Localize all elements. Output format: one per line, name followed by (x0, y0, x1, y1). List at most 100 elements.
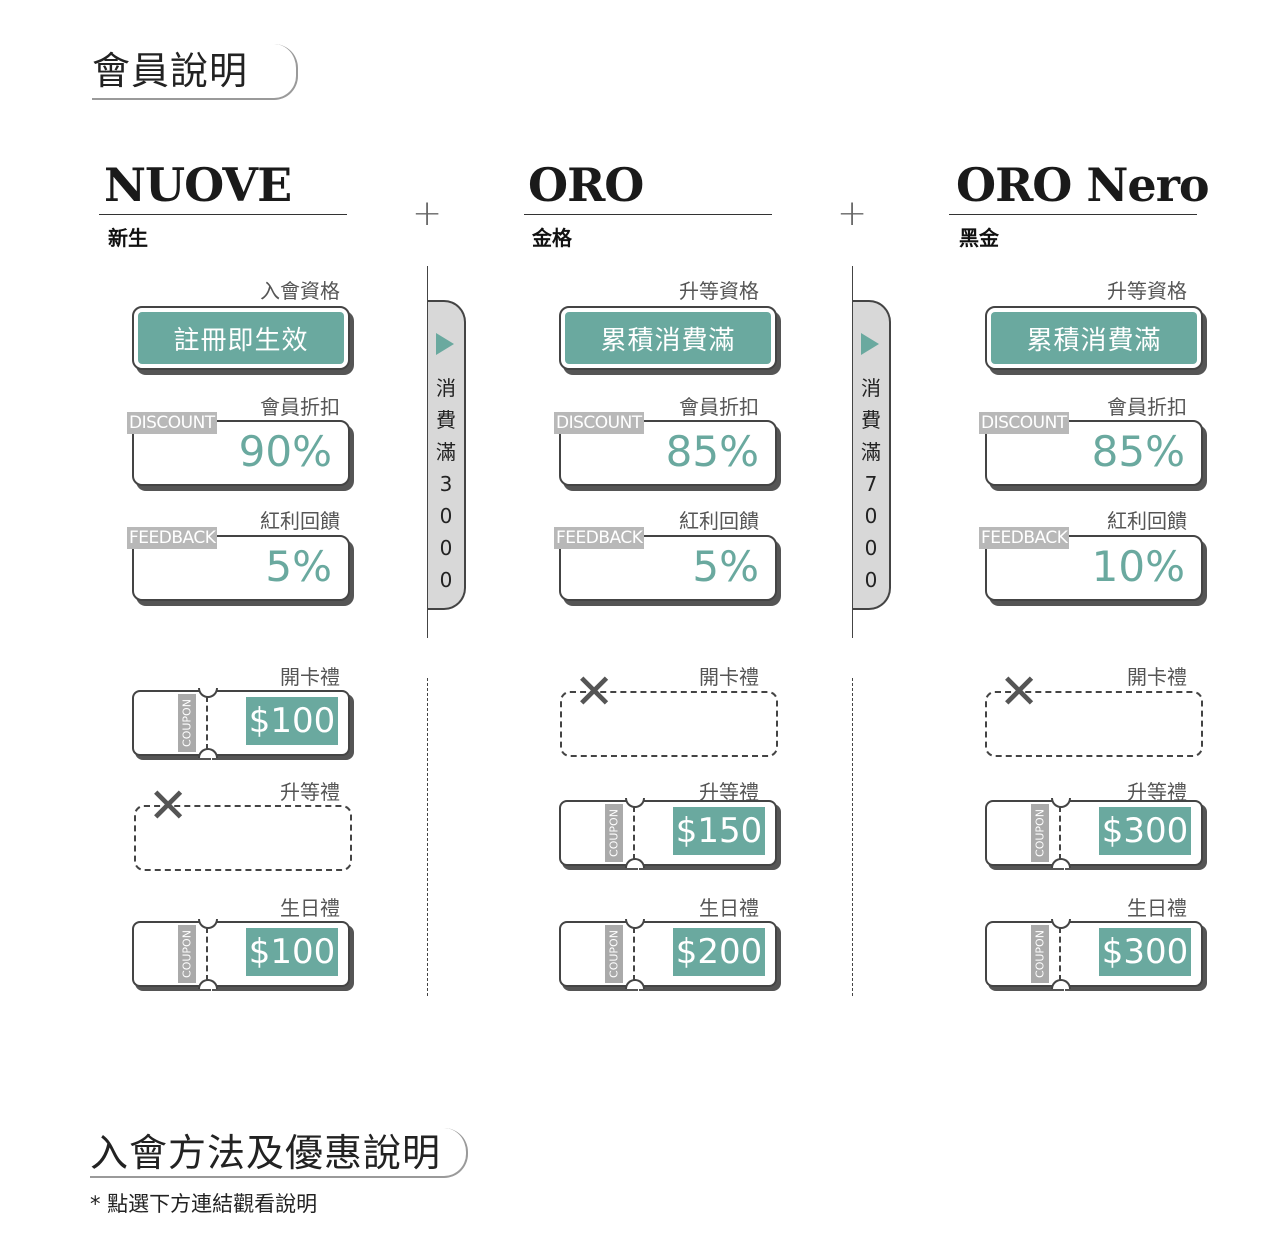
discount-tag: DISCOUNT (554, 412, 644, 434)
arrow-right-icon (436, 333, 454, 355)
coupon-perforation (206, 696, 208, 750)
qualification-label: 入會資格 (260, 279, 340, 303)
tier-subtitle: 金格 (532, 226, 572, 250)
coupon-tag-text: COUPON (607, 809, 621, 857)
open-gift-value: $100 (246, 697, 338, 745)
page-title: 會員說明 (92, 49, 249, 93)
feedback-value: 5% (692, 542, 759, 591)
coupon-notch (1051, 979, 1071, 989)
threshold-char: 3 (439, 472, 453, 496)
arrow-right-icon (861, 333, 879, 355)
tier-name: NUOVE (104, 158, 292, 212)
tier-divider (524, 214, 772, 215)
discount-value: 90% (238, 427, 332, 476)
coupon-stub (132, 690, 208, 756)
footer-note: * 點選下方連結觀看說明 (90, 1192, 318, 1216)
birthday-gift-value: $300 (1099, 928, 1191, 976)
threshold-char: 0 (439, 504, 453, 528)
coupon-tag: COUPON (178, 925, 196, 983)
coupon-stub (985, 800, 1061, 866)
coupon-tag-text: COUPON (1033, 809, 1047, 857)
discount-label: 會員折扣 (679, 395, 759, 419)
threshold-char: 0 (439, 536, 453, 560)
coupon-stub (985, 921, 1061, 987)
open-gift-empty-coupon (985, 691, 1203, 757)
feedback-label: 紅利回饋 (1107, 509, 1187, 533)
upgrade-gift-value: $300 (1099, 807, 1191, 855)
qualification-label: 升等資格 (1107, 279, 1187, 303)
open-gift-empty-coupon (560, 691, 778, 757)
birthday-gift-label: 生日禮 (280, 896, 340, 920)
qualification-box: 註冊即生效 (132, 306, 350, 370)
feedback-tag: FEEDBACK (979, 527, 1070, 549)
coupon-perforation (633, 927, 635, 981)
coupon-stub (559, 921, 635, 987)
coupon-tag: COUPON (605, 925, 623, 983)
coupon-tag: COUPON (1031, 925, 1049, 983)
qualification-label: 升等資格 (679, 279, 759, 303)
discount-value: 85% (665, 427, 759, 476)
threshold-text: 消 費 滿 7 0 0 0 (853, 372, 889, 596)
threshold-char: 滿 (436, 440, 456, 464)
open-gift-label: 開卡禮 (699, 665, 759, 689)
not-available-icon: ✕ (574, 664, 615, 720)
threshold-char: 費 (861, 408, 881, 432)
not-available-icon: ✕ (148, 778, 189, 834)
plus-icon: + (837, 193, 868, 234)
open-gift-coupon: COUPON $100 (132, 688, 350, 758)
discount-tag: DISCOUNT (127, 412, 217, 434)
tier-name: ORO (528, 158, 644, 212)
threshold-char: 0 (864, 536, 878, 560)
qualification-value: 累積消費滿 (991, 312, 1197, 364)
threshold-tab: 消 費 滿 7 0 0 0 (853, 300, 891, 610)
qualification-box: 累積消費滿 (559, 306, 777, 370)
coupon-notch (625, 858, 645, 868)
coupon-perforation (1059, 806, 1061, 860)
coupon-tag: COUPON (1031, 804, 1049, 862)
threshold-char: 消 (436, 376, 456, 400)
discount-tag: DISCOUNT (979, 412, 1069, 434)
birthday-gift-coupon: COUPON $300 (985, 919, 1203, 989)
feedback-tag: FEEDBACK (127, 527, 218, 549)
open-gift-label: 開卡禮 (1127, 665, 1187, 689)
tier-name: ORO Nero (956, 158, 1210, 212)
discount-label: 會員折扣 (260, 395, 340, 419)
qualification-value: 註冊即生效 (138, 312, 344, 364)
threshold-tab: 消 費 滿 3 0 0 0 (428, 300, 466, 610)
tier-divider (99, 214, 347, 215)
tier-subtitle: 黑金 (959, 226, 999, 250)
feedback-value: 5% (265, 542, 332, 591)
threshold-char: 7 (864, 472, 878, 496)
coupon-notch (625, 979, 645, 989)
coupon-perforation (1059, 927, 1061, 981)
footer-title-underline (90, 1128, 468, 1178)
threshold-char: 0 (864, 568, 878, 592)
coupon-notch (198, 979, 218, 989)
feedback-tag: FEEDBACK (554, 527, 645, 549)
upgrade-gift-coupon: COUPON $150 (559, 798, 777, 868)
birthday-gift-value: $100 (246, 928, 338, 976)
feedback-value: 10% (1091, 542, 1185, 591)
feedback-label: 紅利回饋 (679, 509, 759, 533)
footer-title: 入會方法及優惠說明 (90, 1131, 442, 1175)
coupon-stub (132, 921, 208, 987)
separator-dashed-line (852, 678, 853, 996)
coupon-notch (198, 748, 218, 758)
discount-label: 會員折扣 (1107, 395, 1187, 419)
feedback-label: 紅利回饋 (260, 509, 340, 533)
birthday-gift-label: 生日禮 (1127, 896, 1187, 920)
coupon-tag-text: COUPON (607, 930, 621, 978)
coupon-tag-text: COUPON (1033, 930, 1047, 978)
upgrade-gift-coupon: COUPON $300 (985, 798, 1203, 868)
tier-subtitle: 新生 (108, 226, 148, 250)
threshold-text: 消 費 滿 3 0 0 0 (428, 372, 464, 596)
tier-divider (949, 214, 1197, 215)
open-gift-label: 開卡禮 (280, 665, 340, 689)
threshold-char: 0 (439, 568, 453, 592)
birthday-gift-label: 生日禮 (699, 896, 759, 920)
discount-value: 85% (1091, 427, 1185, 476)
coupon-stub (559, 800, 635, 866)
coupon-tag: COUPON (178, 694, 196, 752)
birthday-gift-value: $200 (673, 928, 765, 976)
upgrade-gift-label: 升等禮 (280, 780, 340, 804)
